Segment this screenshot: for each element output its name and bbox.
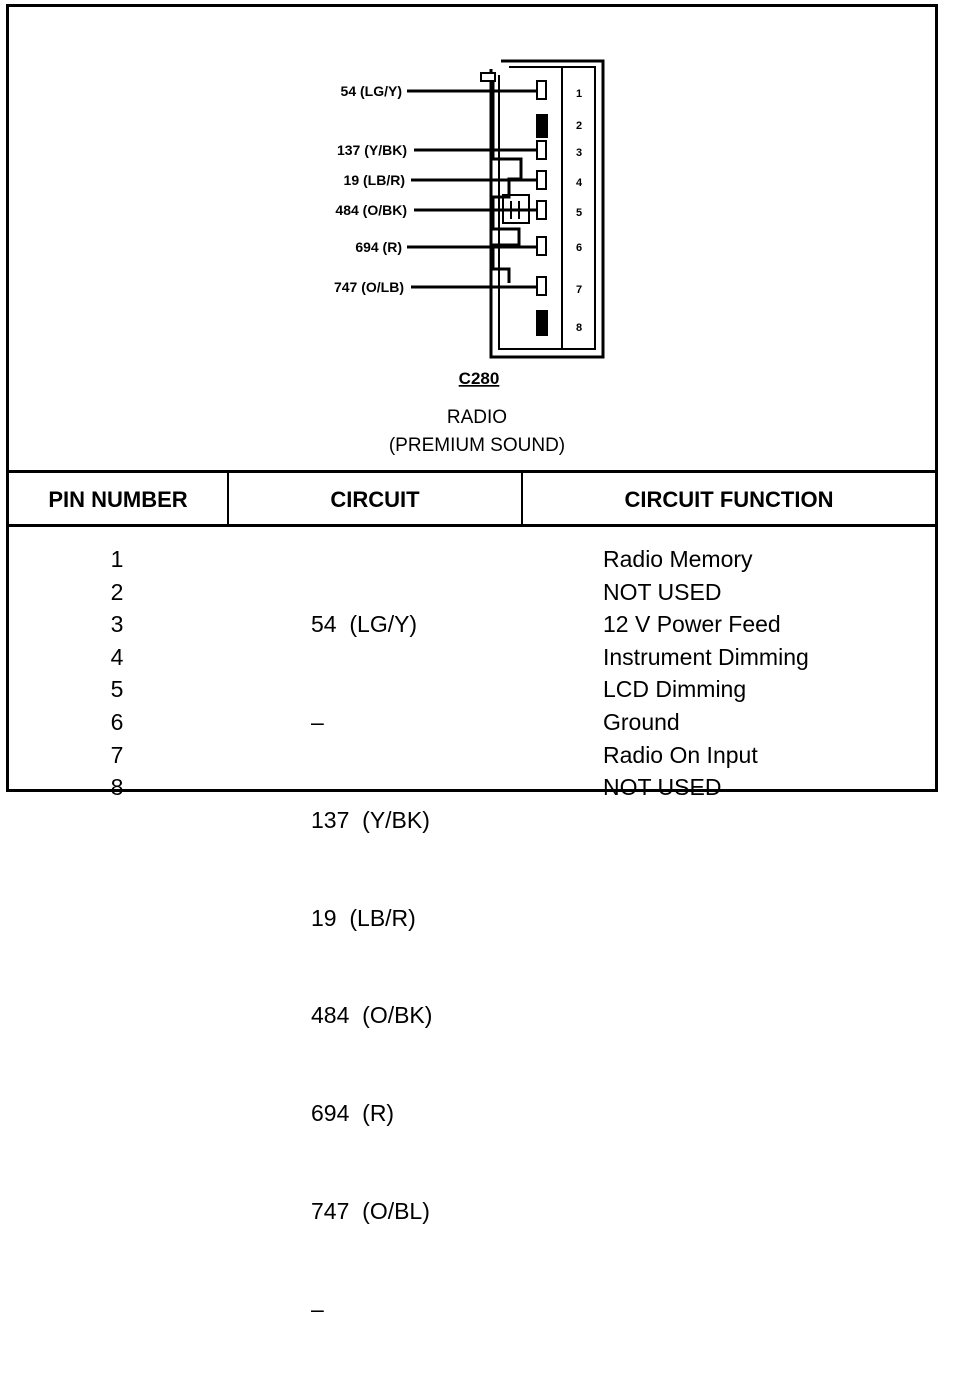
wire-label: 137 (Y/BK) — [337, 142, 407, 158]
header-pin-number: PIN NUMBER — [9, 473, 227, 527]
table-cell-circuit: – — [311, 1295, 324, 1322]
table-cell-circuit: 694 (R) — [311, 1100, 395, 1127]
circuit-column: 54 (LG/Y) – 137 (Y/BK) 19 (LB/R) 484 (O/… — [311, 543, 511, 1390]
table-cell-function: 12 V Power Feed — [603, 611, 781, 638]
pin-number: 1 — [576, 88, 582, 100]
terminal-7 — [536, 276, 547, 296]
table-cell-pin: 7 — [110, 741, 124, 768]
connector-name: RADIO — [447, 407, 507, 428]
table-cell-circuit: – — [311, 708, 324, 735]
table-cell-pin: 2 — [110, 578, 124, 605]
pinout-table: PIN NUMBER CIRCUIT CIRCUIT FUNCTION 1 2 … — [9, 470, 935, 1322]
header-divider — [227, 473, 229, 527]
connector-id: C280 — [459, 369, 500, 388]
table-cell-circuit: 484 (O/BK) — [311, 1002, 433, 1029]
wire-label: 694 (R) — [355, 239, 402, 255]
terminals — [536, 80, 548, 336]
connector-housing — [480, 59, 605, 359]
table-cell-pin: 4 — [110, 643, 124, 670]
table-cell-function: Radio Memory — [603, 546, 753, 572]
table-cell-pin: 3 — [110, 611, 124, 638]
table-cell-function: Instrument Dimming — [603, 643, 809, 670]
terminal-5 — [536, 200, 547, 220]
table-cell-pin: 6 — [110, 708, 124, 735]
pin-number: 3 — [576, 147, 582, 159]
diagram-frame: 54 (LG/Y) 137 (Y/BK) 19 (LB/R) 484 (O/BK… — [6, 4, 938, 1322]
table-cell-function: NOT USED — [603, 578, 722, 605]
table-cell-pin: 1 — [110, 546, 124, 572]
connector-diagram: 54 (LG/Y) 137 (Y/BK) 19 (LB/R) 484 (O/BK… — [334, 59, 605, 456]
terminal-2 — [536, 114, 548, 138]
table-cell-function: NOT USED — [603, 774, 722, 801]
table-cell-function: Ground — [603, 708, 680, 735]
pin-numbers: 1 2 3 4 5 6 7 8 — [576, 88, 583, 334]
wire-label: 54 (LG/Y) — [341, 83, 402, 99]
header-divider — [521, 473, 523, 527]
table-cell-function: LCD Dimming — [603, 676, 747, 703]
pin-column: 1 2 3 4 5 6 7 8 — [97, 543, 137, 804]
table-cell-function: Radio On Input — [603, 741, 758, 768]
wire-labels: 54 (LG/Y) 137 (Y/BK) 19 (LB/R) 484 (O/BK… — [334, 83, 407, 295]
wire-leads — [407, 89, 537, 289]
table-cell-pin: 8 — [110, 774, 124, 801]
table-cell-circuit: 54 (LG/Y) — [311, 611, 418, 638]
wire-label: 747 (O/LB) — [334, 279, 404, 295]
table-cell-circuit: 747 (O/BL) — [311, 1197, 430, 1224]
table-cell-circuit: 137 (Y/BK) — [311, 806, 430, 833]
terminal-4 — [536, 170, 547, 190]
pin-number: 4 — [576, 177, 583, 189]
header-circuit-function: CIRCUIT FUNCTION — [523, 473, 935, 527]
connector-variant: (PREMIUM SOUND) — [389, 435, 565, 456]
table-cell-circuit: 19 (LB/R) — [311, 904, 416, 931]
pin-number: 8 — [576, 322, 582, 334]
wire-label: 19 (LB/R) — [344, 172, 405, 188]
wire-label: 484 (O/BK) — [335, 202, 407, 218]
terminal-3 — [536, 140, 547, 160]
table-cell-pin: 5 — [110, 676, 124, 703]
pin-number: 5 — [576, 207, 582, 219]
function-column: Radio Memory NOT USED 12 V Power Feed In… — [603, 543, 923, 804]
terminal-6 — [536, 236, 547, 256]
pin-number: 2 — [576, 120, 582, 132]
terminal-1 — [536, 80, 547, 100]
header-circuit: CIRCUIT — [229, 473, 521, 527]
pin-number: 7 — [576, 284, 582, 296]
terminal-8 — [536, 310, 548, 336]
pin-number: 6 — [576, 242, 582, 254]
